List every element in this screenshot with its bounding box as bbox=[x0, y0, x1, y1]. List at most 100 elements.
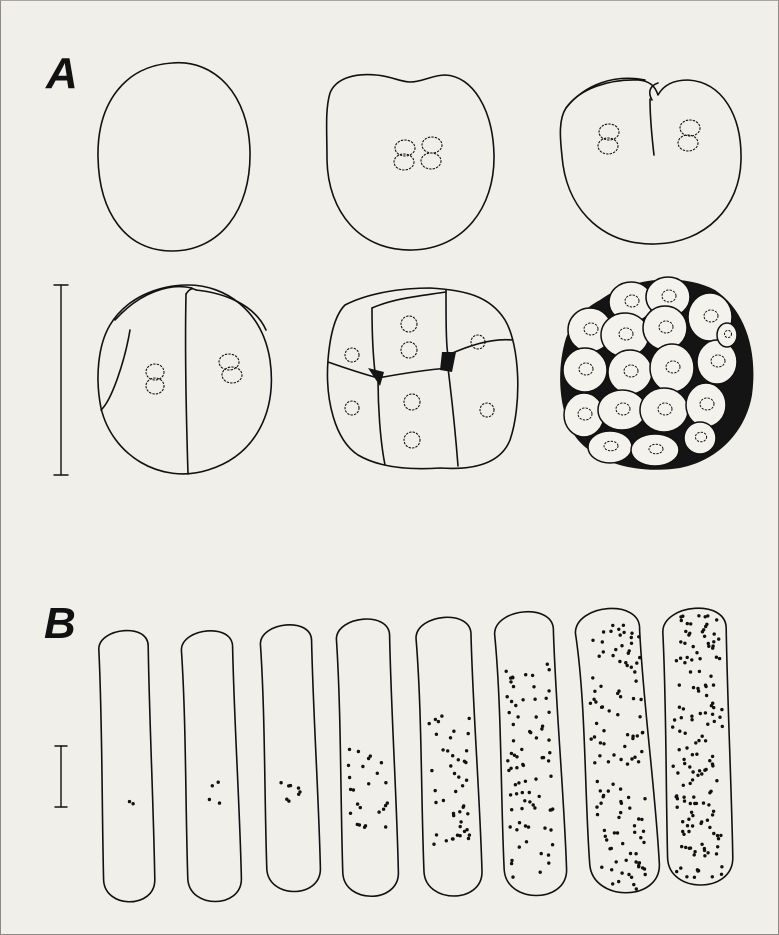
nucleus-dot bbox=[626, 733, 629, 736]
multicell-embryo bbox=[560, 277, 753, 470]
nucleus-dot bbox=[684, 732, 687, 735]
nucleus-dot bbox=[543, 826, 546, 829]
nucleus-dot bbox=[676, 797, 679, 800]
nucleus-dot bbox=[367, 782, 370, 785]
nucleus-dot bbox=[675, 659, 678, 662]
nucleus-dot bbox=[643, 797, 646, 800]
nucleus-dot bbox=[640, 818, 643, 821]
nucleus-dot bbox=[445, 839, 448, 842]
nucleus-dot bbox=[681, 820, 684, 823]
nucleus-dot bbox=[602, 729, 605, 732]
nucleus-dot bbox=[451, 754, 454, 757]
nucleus-dot bbox=[589, 702, 592, 705]
blastomere bbox=[686, 383, 726, 427]
nucleus-dot bbox=[509, 767, 512, 770]
nucleus-dot bbox=[712, 706, 715, 709]
nucleus-dot bbox=[706, 819, 709, 822]
nucleus-dot bbox=[510, 752, 513, 755]
nucleus-dot bbox=[434, 789, 437, 792]
nucleus-dot bbox=[637, 635, 640, 638]
nucleus-dot bbox=[515, 792, 518, 795]
nucleus-dot bbox=[678, 730, 681, 733]
nucleus-dot bbox=[547, 759, 550, 762]
nucleus-dot bbox=[626, 664, 629, 667]
nucleus-dot bbox=[715, 656, 718, 659]
two-cell-embryo bbox=[560, 78, 741, 244]
nucleus-dot bbox=[689, 802, 692, 805]
nucleus-dot bbox=[630, 757, 633, 760]
nucleus-dot bbox=[384, 825, 387, 828]
plasmodium-stage-3 bbox=[260, 625, 320, 892]
nucleus-dot bbox=[517, 781, 520, 784]
nucleus-dot bbox=[685, 875, 688, 878]
nucleus-dot bbox=[720, 708, 723, 711]
nucleus-dot bbox=[642, 841, 645, 844]
blastomere bbox=[588, 431, 632, 463]
nucleus-dot bbox=[703, 854, 706, 857]
nucleus-dot bbox=[683, 762, 686, 765]
nucleus-dot bbox=[590, 737, 593, 740]
nucleus-dot bbox=[465, 779, 468, 782]
plasmodium-stage-7 bbox=[575, 608, 659, 892]
nucleus-dot bbox=[467, 837, 470, 840]
nucleus-dot bbox=[711, 755, 714, 758]
nucleus-dot bbox=[287, 784, 290, 787]
nucleus-dot bbox=[611, 654, 614, 657]
nucleus-dot bbox=[681, 615, 684, 618]
nucleus-dot bbox=[712, 832, 715, 835]
nucleus-dot bbox=[551, 843, 554, 846]
nucleus-dot bbox=[698, 670, 701, 673]
nucleus-dot bbox=[596, 780, 599, 783]
nucleus-dot bbox=[641, 731, 644, 734]
nucleus-dot bbox=[593, 735, 596, 738]
nucleus-dot bbox=[356, 823, 359, 826]
nucleus-dot bbox=[520, 807, 523, 810]
panel-a bbox=[54, 63, 753, 475]
nucleus-dot bbox=[708, 759, 711, 762]
nucleus-dot bbox=[430, 769, 433, 772]
nucleus-dot bbox=[704, 684, 707, 687]
nucleus-dot bbox=[711, 813, 714, 816]
nucleus-dot bbox=[634, 852, 637, 855]
nucleus-dot bbox=[541, 756, 544, 759]
nucleus-dot bbox=[382, 808, 385, 811]
nuclei-cluster bbox=[394, 137, 442, 170]
nucleus-dot bbox=[446, 749, 449, 752]
nucleus-dot bbox=[534, 777, 537, 780]
nucleus-dot bbox=[671, 725, 674, 728]
nucleus-dot bbox=[691, 814, 694, 817]
nucleus-dot bbox=[713, 632, 716, 635]
nucleus-dot bbox=[680, 619, 683, 622]
nucleus-dot bbox=[593, 761, 596, 764]
nucleus-dot bbox=[691, 778, 694, 781]
nucleus-dot bbox=[521, 791, 524, 794]
nucleus-dot bbox=[461, 784, 464, 787]
nucleus-dot bbox=[688, 632, 691, 635]
nucleus-dot bbox=[690, 658, 693, 661]
plasmodium-outline bbox=[663, 608, 733, 885]
nucleus-dot bbox=[678, 748, 681, 751]
plasmodium-stage-8 bbox=[663, 608, 733, 885]
nucleus-dot bbox=[703, 635, 706, 638]
nucleus-dot bbox=[600, 866, 603, 869]
nucleus-dot bbox=[679, 640, 682, 643]
cell-junctions bbox=[368, 352, 456, 386]
nucleus-dot bbox=[548, 751, 551, 754]
nucleus-dot bbox=[637, 760, 640, 763]
nucleus-dot bbox=[514, 783, 517, 786]
nucleus-dot bbox=[630, 636, 633, 639]
nucleus-dot bbox=[675, 870, 678, 873]
nucleus-dot bbox=[693, 850, 696, 853]
nucleus-dot bbox=[691, 770, 694, 773]
nucleus-dot bbox=[596, 813, 599, 816]
nucleus-dot bbox=[638, 861, 641, 864]
nucleus-dot bbox=[679, 657, 682, 660]
nucleus-dot bbox=[619, 800, 622, 803]
nucleus-dot bbox=[594, 700, 597, 703]
nucleus-dot bbox=[682, 707, 685, 710]
nucleus-dot bbox=[683, 799, 686, 802]
nucleus-dot bbox=[285, 798, 288, 801]
plasmodium-stage-4 bbox=[336, 619, 398, 896]
nucleus-dot bbox=[686, 656, 689, 659]
nucleus-dot bbox=[432, 843, 435, 846]
